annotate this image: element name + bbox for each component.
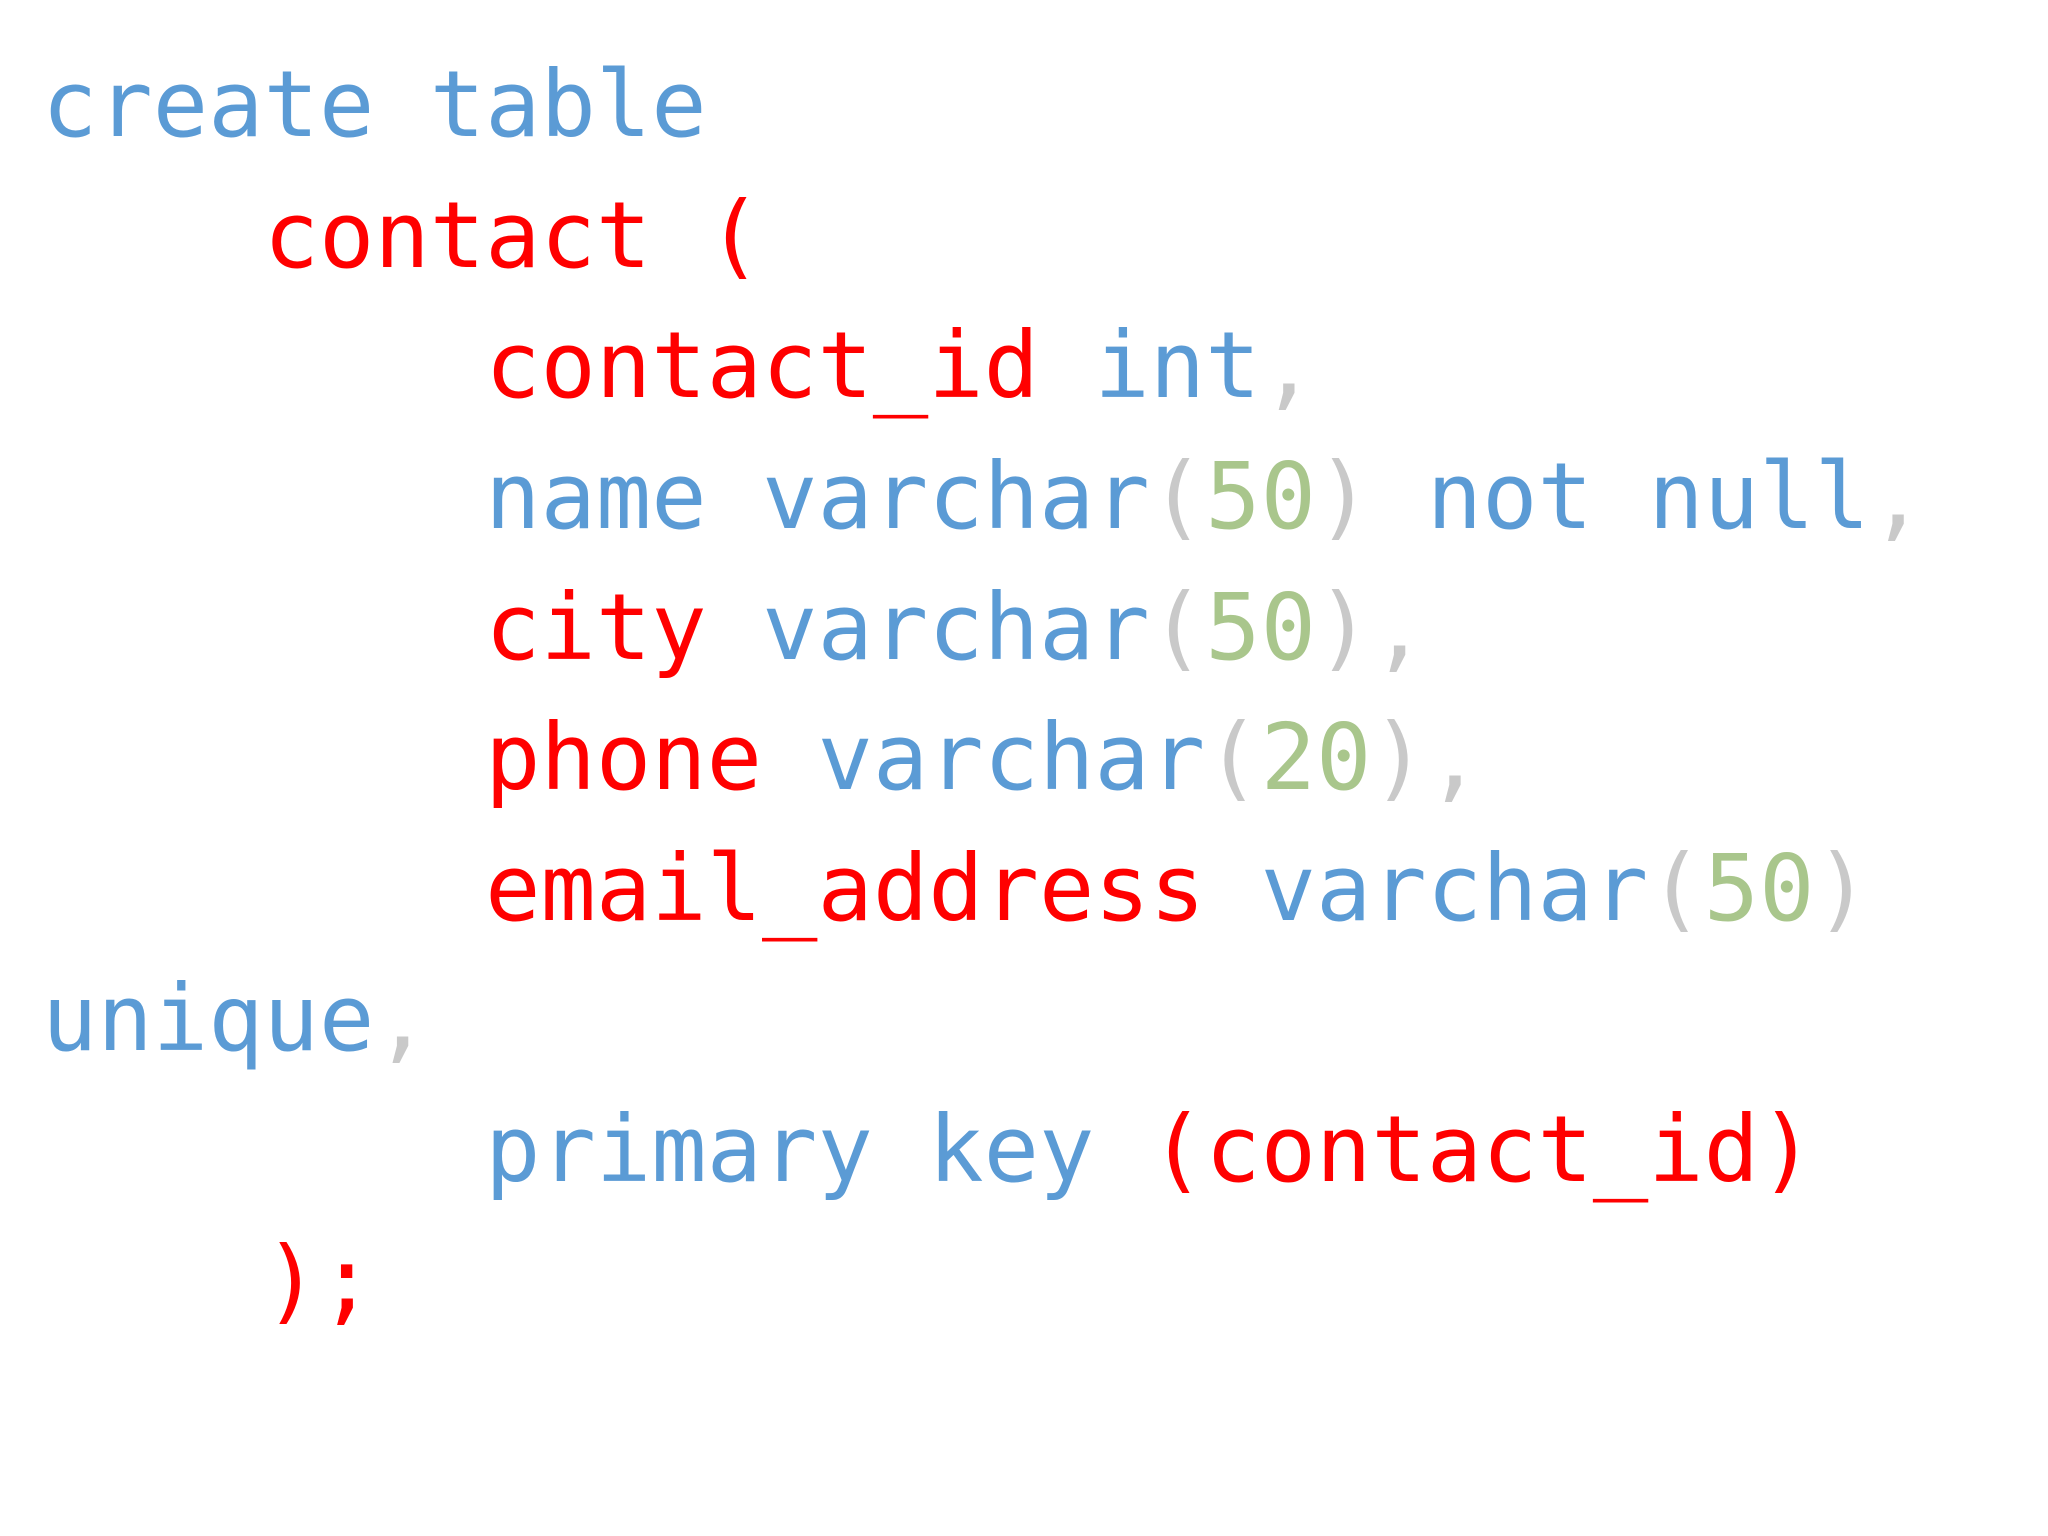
code-token-number: 50 bbox=[1205, 442, 1316, 550]
code-token-keyword: unique bbox=[42, 965, 375, 1073]
code-line: contact_id int, bbox=[0, 301, 2048, 432]
code-token-punctuation: ) bbox=[1315, 442, 1372, 550]
code-token-space bbox=[762, 704, 817, 811]
code-line: name varchar(50) not null, bbox=[0, 432, 2048, 563]
code-indent bbox=[42, 574, 485, 681]
code-line: unique, bbox=[0, 954, 2048, 1085]
code-token-identifier: ( bbox=[706, 181, 763, 289]
code-token-space bbox=[1593, 443, 1648, 550]
code-token-keyword: primary bbox=[485, 1096, 873, 1203]
code-token-space bbox=[1039, 312, 1094, 419]
code-token-space bbox=[1094, 1096, 1149, 1203]
code-token-keyword: create bbox=[42, 51, 375, 158]
code-token-keyword: not bbox=[1426, 442, 1593, 550]
code-token-number: 50 bbox=[1205, 573, 1316, 681]
code-token-punctuation: , bbox=[374, 965, 430, 1073]
code-token-keyword: key bbox=[928, 1096, 1095, 1203]
code-indent bbox=[42, 312, 485, 419]
code-token-punctuation: ) bbox=[1371, 704, 1427, 812]
code-indent bbox=[42, 1227, 264, 1334]
code-token-punctuation: , bbox=[1260, 312, 1316, 420]
code-token-space bbox=[873, 1096, 928, 1203]
code-indent bbox=[42, 443, 485, 550]
code-token-punctuation: ( bbox=[1205, 704, 1261, 812]
code-token-identifier: ) bbox=[263, 1226, 319, 1334]
sql-code-block: create table contact ( contact_id int, n… bbox=[0, 40, 2048, 1347]
code-token-space bbox=[374, 51, 429, 158]
code-token-punctuation: ( bbox=[1648, 834, 1704, 942]
code-token-identifier: contact bbox=[263, 181, 652, 289]
code-indent bbox=[42, 704, 485, 811]
code-token-punctuation: , bbox=[1869, 442, 1926, 550]
code-line: city varchar(50), bbox=[0, 563, 2048, 694]
code-token-punctuation: ) bbox=[1814, 834, 1870, 942]
code-token-space bbox=[707, 574, 762, 681]
code-token-identifier: city bbox=[485, 573, 707, 681]
code-line: primary key (contact_id) bbox=[0, 1085, 2048, 1216]
code-token-number: 20 bbox=[1260, 704, 1372, 812]
code-token-identifier: ( bbox=[1149, 1096, 1206, 1203]
code-token-identifier: contact_id bbox=[485, 312, 1039, 420]
code-token-identifier: ; bbox=[318, 1226, 375, 1334]
code-line: create table bbox=[0, 40, 2048, 171]
code-token-keyword: name bbox=[485, 442, 707, 550]
code-line: email_address varchar(50) bbox=[0, 824, 2048, 955]
code-line: ); bbox=[0, 1216, 2048, 1347]
code-token-identifier: ) bbox=[1759, 1096, 1815, 1203]
code-token-punctuation: ( bbox=[1149, 573, 1206, 681]
code-token-keyword: varchar bbox=[817, 704, 1206, 812]
code-token-identifier: phone bbox=[485, 704, 763, 812]
code-token-space bbox=[707, 443, 762, 550]
code-token-punctuation: , bbox=[1371, 573, 1427, 681]
code-token-punctuation: ( bbox=[1149, 442, 1206, 550]
code-token-space bbox=[1205, 835, 1260, 942]
code-line: contact ( bbox=[0, 171, 2048, 302]
code-indent bbox=[42, 1096, 485, 1203]
code-indent bbox=[42, 182, 264, 289]
code-token-punctuation: , bbox=[1426, 704, 1483, 812]
code-token-identifier: email_address bbox=[485, 834, 1206, 942]
code-token-keyword: table bbox=[429, 51, 707, 158]
code-token-keyword: varchar bbox=[762, 573, 1150, 681]
code-indent bbox=[42, 835, 485, 942]
code-token-identifier: contact_id bbox=[1205, 1096, 1760, 1203]
code-token-number: 50 bbox=[1703, 834, 1815, 942]
code-token-punctuation: ) bbox=[1315, 573, 1372, 681]
code-token-keyword: null bbox=[1648, 442, 1870, 550]
code-line: phone varchar(20), bbox=[0, 693, 2048, 824]
code-token-keyword: varchar bbox=[762, 442, 1150, 550]
code-token-space bbox=[651, 182, 706, 289]
code-token-space bbox=[1371, 443, 1426, 550]
code-token-keyword: int bbox=[1094, 312, 1261, 420]
code-token-keyword: varchar bbox=[1260, 834, 1649, 942]
